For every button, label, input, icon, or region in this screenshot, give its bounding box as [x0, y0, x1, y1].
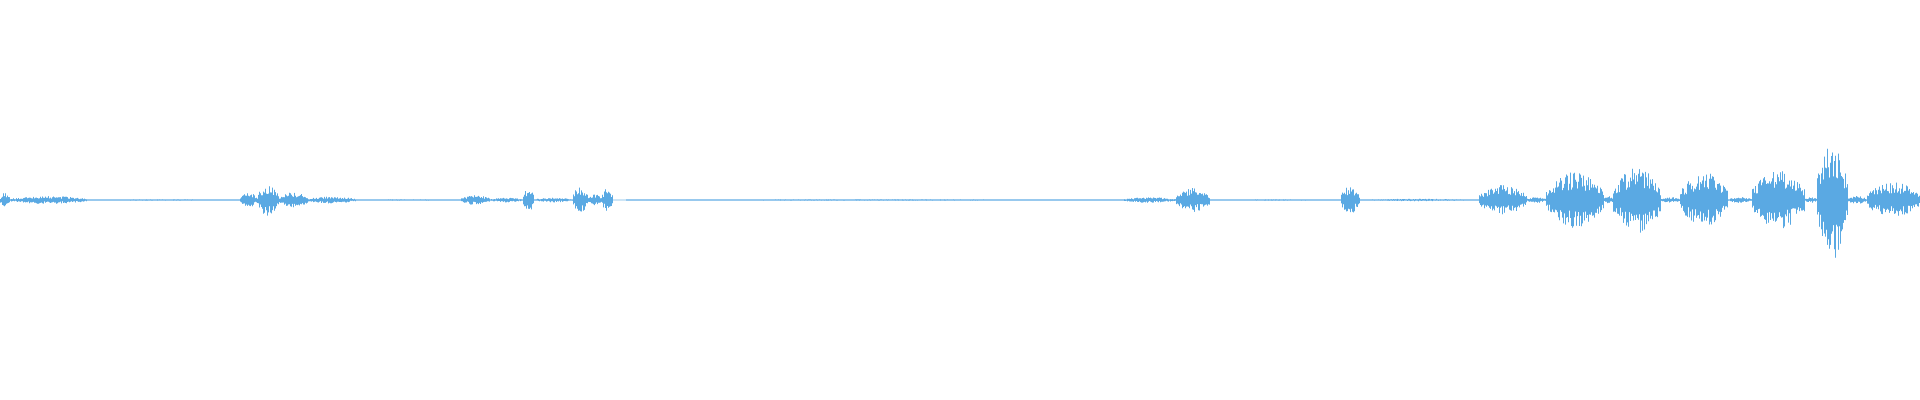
- waveform-peaks: [0, 148, 1920, 258]
